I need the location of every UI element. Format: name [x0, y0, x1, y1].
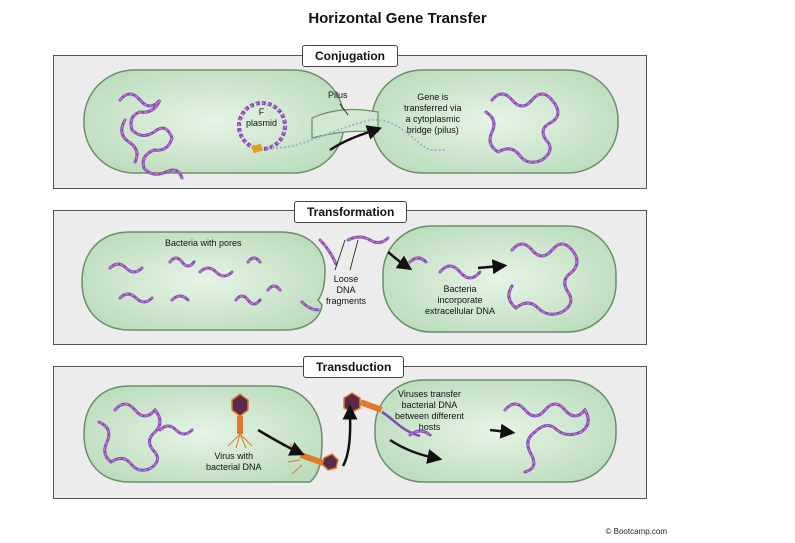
incorporate-label: Bacteria incorporate extracellular DNA [425, 284, 496, 316]
page-title: Horizontal Gene Transfer [308, 10, 487, 27]
pilus-bridge [311, 108, 379, 139]
virus-label: Virus with bacterial DNA [206, 451, 262, 472]
dna-strand [301, 301, 319, 311]
dna-strand [267, 285, 281, 291]
dna-strand [508, 243, 578, 315]
transduction-transfer-label: Viruses transfer bacterial DNA between d… [395, 389, 464, 432]
dna-strand [171, 295, 189, 301]
credit: © Bootcamp.com [605, 527, 667, 536]
dna-strand [347, 236, 389, 244]
dna-strand [119, 93, 183, 179]
f-plasmid-label: F plasmid [246, 107, 278, 128]
transduction-art [83, 379, 617, 483]
dna-strand [485, 93, 559, 163]
loose-fragments-label: Loose DNA fragments [326, 274, 367, 306]
conjugation-heading: Conjugation [302, 45, 398, 67]
transduction-heading: Transduction [303, 356, 405, 378]
dna-strand [119, 293, 153, 303]
dna-strand [247, 257, 261, 263]
transfer-label: Gene is transferred via a cytoplasmic br… [404, 92, 462, 135]
dna-strand [98, 403, 161, 471]
recipient-transformed-cell [382, 225, 617, 333]
transformation-arrow-1 [387, 251, 413, 271]
transduction-arrow-1 [257, 428, 305, 456]
porous-cell [81, 231, 326, 331]
transduction-arrow-3 [389, 438, 443, 464]
dna-strand [235, 295, 261, 305]
dna-strand [109, 263, 143, 273]
dna-strand [504, 403, 589, 473]
transduction-arrow-2 [341, 404, 358, 467]
virus-in-cell [227, 393, 253, 449]
pilus-label: Pilus [328, 90, 348, 100]
dna-strand [199, 267, 233, 277]
dna-strand [169, 257, 195, 267]
dna-strand [319, 239, 337, 265]
dna-strand [121, 119, 138, 163]
pores-label: Bacteria with pores [165, 238, 242, 248]
dna-strand [409, 430, 431, 436]
dna-strand [159, 425, 193, 435]
infected-cell [83, 385, 323, 483]
gene-marker [251, 143, 264, 154]
transformation-heading: Transformation [294, 201, 408, 223]
transduction-arrow-4 [489, 423, 516, 439]
conjugation-art [83, 69, 619, 180]
dna-strand [439, 265, 481, 279]
transformation-arrow-2 [477, 259, 508, 275]
transformation-art [81, 225, 617, 333]
conjugation-arrow [329, 125, 383, 152]
